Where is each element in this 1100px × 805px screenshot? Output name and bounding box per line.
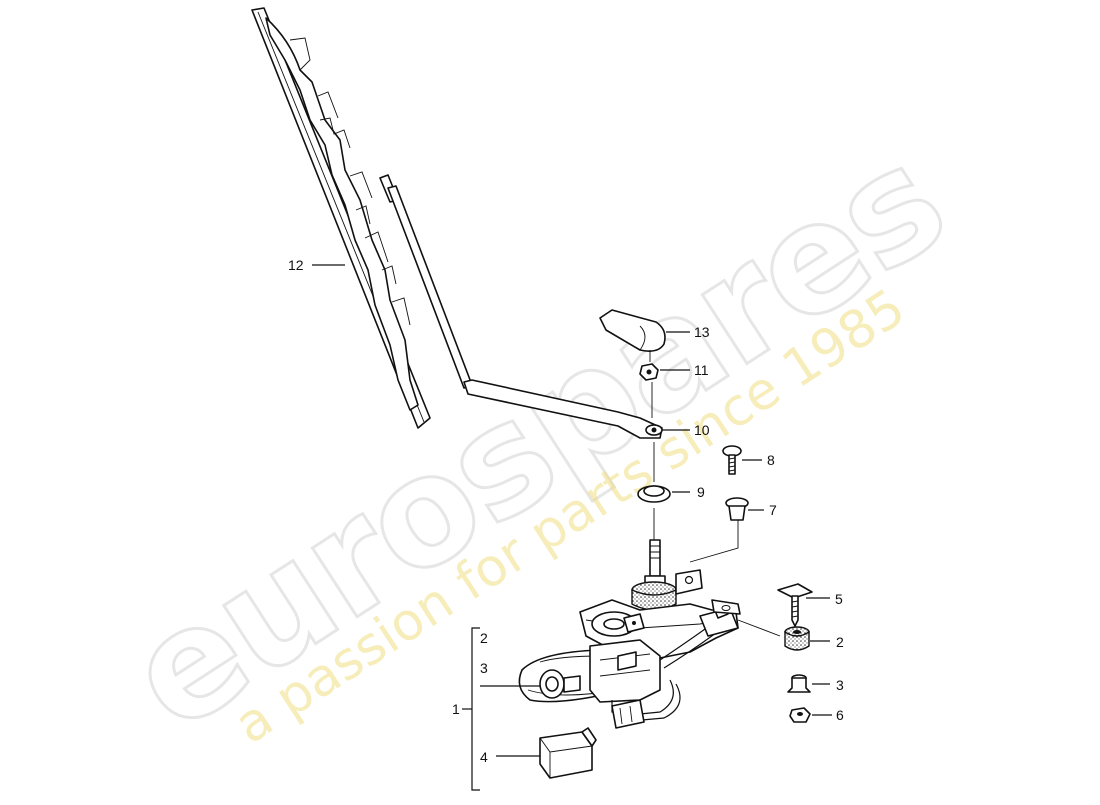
relay-part [539,727,597,779]
rubber-mount-part [784,626,810,651]
wiper-motor-assembly [518,520,741,729]
callout-13: 13 [694,324,710,340]
callout-6: 6 [836,707,844,723]
callout-4: 4 [480,749,488,765]
callout-11: 11 [694,362,709,378]
callout-9: 9 [697,484,705,500]
cap-part [599,309,666,352]
callout-5: 5 [835,591,843,607]
callout-2-right: 2 [836,634,844,650]
leader-2-mount [737,619,781,637]
callout-3-right: 3 [836,677,844,693]
callout-10: 10 [694,422,710,438]
nut-small-part [789,707,811,723]
nut-part [639,363,659,381]
group-bracket [471,627,480,791]
callout-3-group: 3 [480,660,488,676]
spacer-part [787,674,811,693]
washer-screw-part [777,583,813,627]
grommet-part [637,485,671,503]
callout-12: 12 [288,257,304,273]
sleeve-part [725,497,749,521]
wiper-arm-part [379,174,663,439]
callout-7: 7 [769,502,777,518]
callout-8: 8 [767,452,775,468]
screw-part [722,445,742,475]
callout-1: 1 [452,701,460,717]
wiper-blade-part [251,7,431,429]
callout-2-group: 2 [480,630,488,646]
